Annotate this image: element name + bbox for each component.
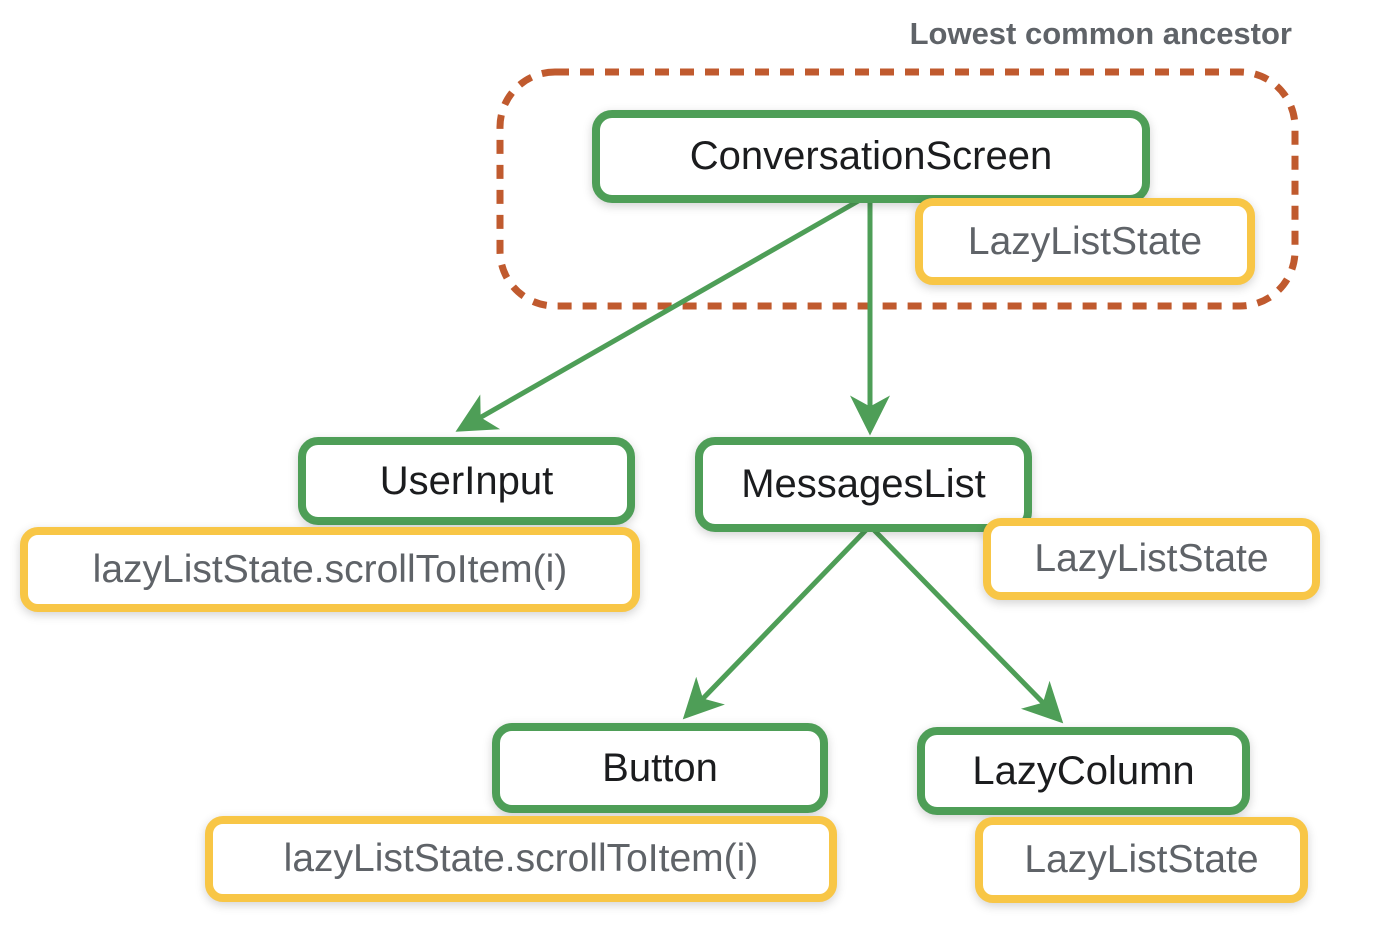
node-messageslist: MessagesList: [695, 437, 1032, 532]
lowest-common-ancestor-outline: [496, 68, 1299, 310]
state-lazycolumn-lazyliststate: LazyListState: [975, 817, 1308, 903]
lowest-common-ancestor-label: Lowest common ancestor: [909, 16, 1292, 51]
node-lazycolumn: LazyColumn: [917, 727, 1250, 815]
node-userinput-label: UserInput: [379, 458, 554, 503]
state-label: LazyListState: [1034, 537, 1269, 580]
edge-messageslist-to-button: [682, 528, 868, 720]
node-lazycolumn-label: LazyColumn: [972, 748, 1195, 793]
state-label: lazyListState.scrollToItem(i): [92, 547, 568, 591]
state-conversationscreen-lazyliststate: LazyListState: [915, 198, 1255, 285]
state-label: LazyListState: [1024, 838, 1259, 881]
state-button-scrolltoitem-call: lazyListState.scrollToItem(i): [205, 816, 837, 902]
node-button: Button: [492, 723, 828, 813]
edge-messageslist-to-lazycolumn: [872, 528, 1064, 724]
state-label: LazyListState: [967, 219, 1203, 263]
node-messageslist-label: MessagesList: [741, 462, 986, 506]
state-userinput-scrolltoitem-call: lazyListState.scrollToItem(i): [20, 527, 640, 612]
state-messageslist-lazyliststate: LazyListState: [983, 518, 1320, 600]
node-userinput: UserInput: [298, 437, 635, 525]
edge-conversationscreen-to-userinput: [455, 197, 862, 432]
node-button-label: Button: [602, 745, 718, 790]
node-conversationscreen: ConversationScreen: [592, 110, 1150, 203]
state-label: lazyListState.scrollToItem(i): [283, 837, 759, 880]
node-conversationscreen-label: ConversationScreen: [689, 134, 1053, 178]
